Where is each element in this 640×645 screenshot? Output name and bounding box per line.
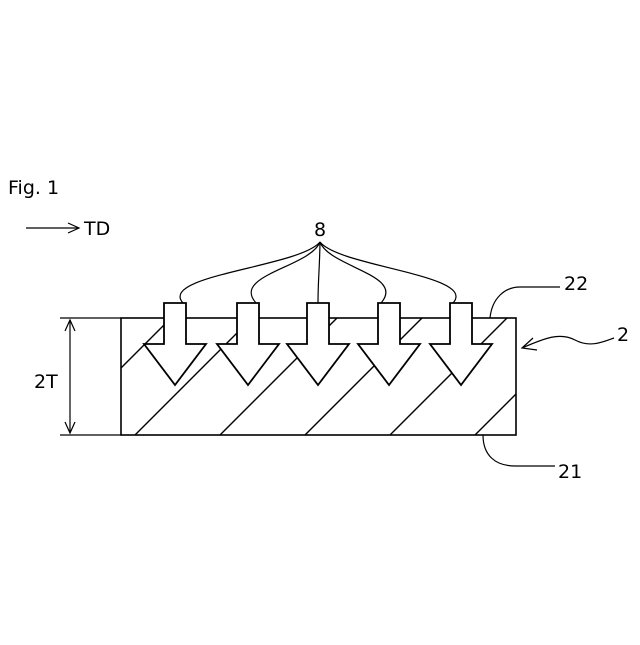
member-leader bbox=[522, 336, 614, 348]
arrow-leader-line bbox=[318, 242, 320, 303]
arrow-leader-line bbox=[320, 242, 386, 303]
direction-arrow-icon bbox=[26, 223, 79, 233]
top-surface-leader bbox=[490, 287, 560, 318]
arrow-leader-lines bbox=[180, 242, 456, 303]
down-arrow-icon bbox=[430, 303, 492, 385]
arrow-label: 8 bbox=[314, 219, 326, 241]
down-arrow-icon bbox=[287, 303, 349, 385]
thickness-label: 2T bbox=[34, 371, 58, 393]
bottom-surface-leader bbox=[483, 435, 555, 466]
member-leader-arrowhead-icon bbox=[522, 338, 537, 350]
member-label: 2 bbox=[617, 324, 629, 346]
arrow-leader-line bbox=[320, 242, 456, 303]
arrow-leader-line bbox=[180, 242, 320, 303]
arrow-leader-line bbox=[251, 242, 320, 303]
thickness-dimension bbox=[60, 318, 121, 435]
top-surface-label: 22 bbox=[564, 273, 588, 295]
arrow-group bbox=[144, 303, 492, 385]
figure-title: Fig. 1 bbox=[8, 177, 59, 199]
down-arrow-icon bbox=[217, 303, 279, 385]
bottom-surface-label: 21 bbox=[558, 461, 582, 483]
direction-label: TD bbox=[83, 218, 110, 240]
